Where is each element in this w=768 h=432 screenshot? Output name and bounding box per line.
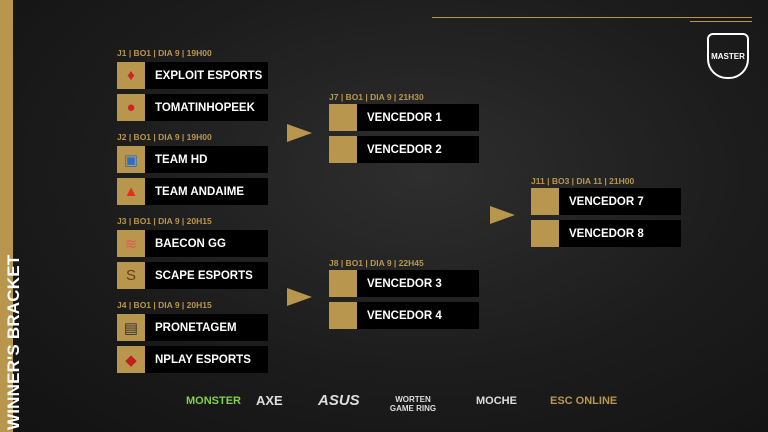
team-logo-icon: ▲ xyxy=(117,178,145,205)
team-row: ≋BAECON GG xyxy=(117,230,268,257)
team-name: VENCEDOR 8 xyxy=(559,220,681,247)
placeholder-logo xyxy=(329,302,357,329)
team-name: TEAM HD xyxy=(145,146,268,173)
sponsor-moche: MOCHE xyxy=(476,395,517,407)
team-row: ▤PRONETAGEM xyxy=(117,314,268,341)
bracket-title: WINNER'S BRACKET xyxy=(4,254,23,430)
advance-arrow-icon xyxy=(490,206,515,224)
tournament-logo: MASTER xyxy=(707,33,749,79)
team-name: BAECON GG xyxy=(145,230,268,257)
sponsor-monster: MONSTER xyxy=(186,395,241,407)
placeholder-logo xyxy=(531,220,559,247)
team-row: VENCEDOR 7 xyxy=(531,188,681,215)
match-label: J11 | BO3 | DIA 11 | 21H00 xyxy=(531,176,635,186)
team-logo-icon: ♦ xyxy=(117,62,145,89)
match-label: J3 | BO1 | DIA 9 | 20H15 xyxy=(117,216,212,226)
team-row: VENCEDOR 2 xyxy=(329,136,479,163)
team-row: ◆NPLAY ESPORTS xyxy=(117,346,268,373)
team-logo-icon: ◆ xyxy=(117,346,145,373)
team-row: ●TOMATINHOPEEK xyxy=(117,94,268,121)
team-name: VENCEDOR 2 xyxy=(357,136,479,163)
decor-line xyxy=(690,21,752,22)
team-name: TOMATINHOPEEK xyxy=(145,94,268,121)
placeholder-logo xyxy=(329,136,357,163)
team-logo-icon: ● xyxy=(117,94,145,121)
placeholder-logo xyxy=(531,188,559,215)
sponsor-worten: WORTEN GAME RING xyxy=(389,395,437,413)
team-logo-icon: ▣ xyxy=(117,146,145,173)
match-label: J4 | BO1 | DIA 9 | 20H15 xyxy=(117,300,212,310)
team-logo-icon: ▤ xyxy=(117,314,145,341)
advance-arrow-icon xyxy=(287,288,312,306)
team-name: VENCEDOR 3 xyxy=(357,270,479,297)
team-row: ♦EXPLOIT ESPORTS xyxy=(117,62,268,89)
team-name: VENCEDOR 1 xyxy=(357,104,479,131)
placeholder-logo xyxy=(329,270,357,297)
team-row: VENCEDOR 1 xyxy=(329,104,479,131)
match-label: J8 | BO1 | DIA 9 | 22H45 xyxy=(329,258,424,268)
team-logo-icon: ≋ xyxy=(117,230,145,257)
team-name: VENCEDOR 4 xyxy=(357,302,479,329)
team-row: VENCEDOR 3 xyxy=(329,270,479,297)
team-row: VENCEDOR 4 xyxy=(329,302,479,329)
match-label: J2 | BO1 | DIA 9 | 19H00 xyxy=(117,132,212,142)
match-label: J1 | BO1 | DIA 9 | 19H00 xyxy=(117,48,212,58)
team-name: NPLAY ESPORTS xyxy=(145,346,268,373)
team-name: PRONETAGEM xyxy=(145,314,268,341)
team-row: ▣TEAM HD xyxy=(117,146,268,173)
team-logo-icon: S xyxy=(117,262,145,289)
team-name: TEAM ANDAIME xyxy=(145,178,268,205)
advance-arrow-icon xyxy=(287,124,312,142)
sponsor-axe: AXE xyxy=(256,393,283,408)
placeholder-logo xyxy=(329,104,357,131)
team-row: VENCEDOR 8 xyxy=(531,220,681,247)
sponsor-esc: ESC ONLINE xyxy=(550,395,618,407)
match-label: J7 | BO1 | DIA 9 | 21H30 xyxy=(329,92,424,102)
team-name: EXPLOIT ESPORTS xyxy=(145,62,268,89)
gold-sidebar xyxy=(0,0,13,432)
decor-line xyxy=(432,17,752,18)
team-name: SCAPE ESPORTS xyxy=(145,262,268,289)
sponsor-asus: ASUS xyxy=(318,392,360,409)
team-row: ▲TEAM ANDAIME xyxy=(117,178,268,205)
team-name: VENCEDOR 7 xyxy=(559,188,681,215)
